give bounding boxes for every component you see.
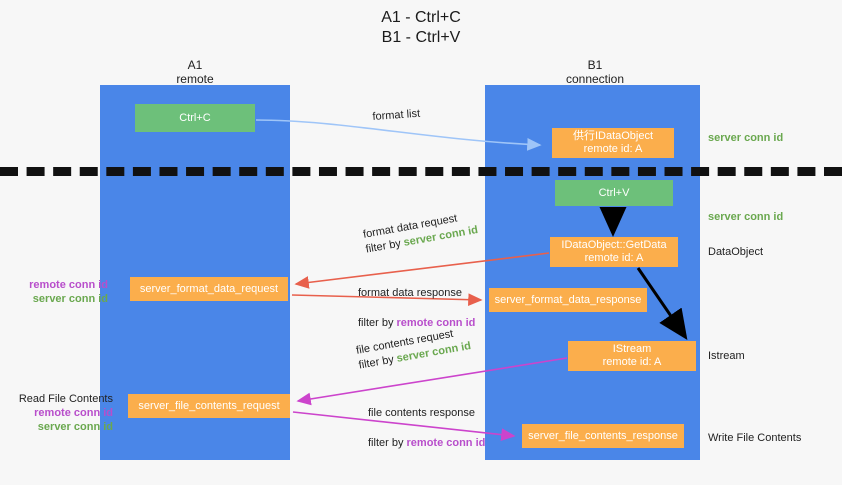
- edge-label-filter-prefix: filter by: [357, 353, 398, 372]
- column-header-b1: B1 connection: [565, 58, 625, 86]
- edge-label-line-1: format data response: [358, 287, 462, 299]
- note-read-file-contents: Read File Contents: [18, 393, 113, 405]
- box-server-file-contents-response[interactable]: server_file_contents_response: [522, 424, 684, 448]
- edge-label-filter-token: remote conn id: [396, 317, 476, 329]
- box-ctrl-c[interactable]: Ctrl+C: [135, 104, 255, 132]
- title-line-2: B1 - Ctrl+V: [381, 29, 461, 46]
- edge-label-file-contents-response: file contents response filter by remote c…: [368, 406, 485, 451]
- note-server-conn-id-2: server conn id: [37, 421, 113, 433]
- edge-label-line-1: file contents response: [368, 407, 476, 419]
- note-remote-conn-id-1: remote conn id: [29, 279, 108, 291]
- note-dataobject: DataObject: [708, 246, 764, 258]
- column-header-a1: A1 remote: [176, 58, 214, 86]
- title-line-1: A1 - Ctrl+C: [381, 9, 461, 26]
- note-left-read-file-contents: Read File Contents remote conn id server c…: [8, 392, 113, 434]
- edge-label-filter-prefix: filter by: [358, 317, 397, 329]
- box-istream[interactable]: IStream remote id: A: [568, 341, 696, 371]
- note-write-file-contents: Write File Contents: [708, 432, 802, 444]
- edge-label-filter-prefix: filter by: [368, 437, 407, 449]
- note-left-conn-ids-format: remote conn id server conn id: [8, 278, 108, 306]
- box-server-format-data-request[interactable]: server_format_data_request: [130, 277, 288, 301]
- note-server-conn-id-top: server conn id: [708, 132, 784, 144]
- page-title: A1 - Ctrl+C B1 - Ctrl+V: [0, 8, 842, 48]
- edge-label-format-data-response: format data response filter by remote con…: [358, 286, 475, 331]
- edge-label-filter-prefix: filter by: [364, 237, 405, 256]
- box-server-file-contents-request[interactable]: server_file_contents_request: [128, 394, 290, 418]
- note-istream: Istream: [708, 350, 745, 362]
- box-idataobject-getdata[interactable]: IDataObject::GetData remote id: A: [550, 237, 678, 267]
- note-remote-conn-id-2: remote conn id: [34, 407, 113, 419]
- box-ctrl-v[interactable]: Ctrl+V: [555, 180, 673, 206]
- box-idataobject[interactable]: 供行IDataObject remote id: A: [552, 128, 674, 158]
- edge-label-format-list: format list: [372, 107, 421, 123]
- box-server-format-data-response[interactable]: server_format_data_response: [489, 288, 647, 312]
- edge-label-filter-token: remote conn id: [406, 437, 486, 449]
- note-server-conn-id-mid: server conn id: [708, 211, 784, 223]
- note-server-conn-id-1: server conn id: [32, 293, 108, 305]
- phase-divider: [0, 167, 842, 176]
